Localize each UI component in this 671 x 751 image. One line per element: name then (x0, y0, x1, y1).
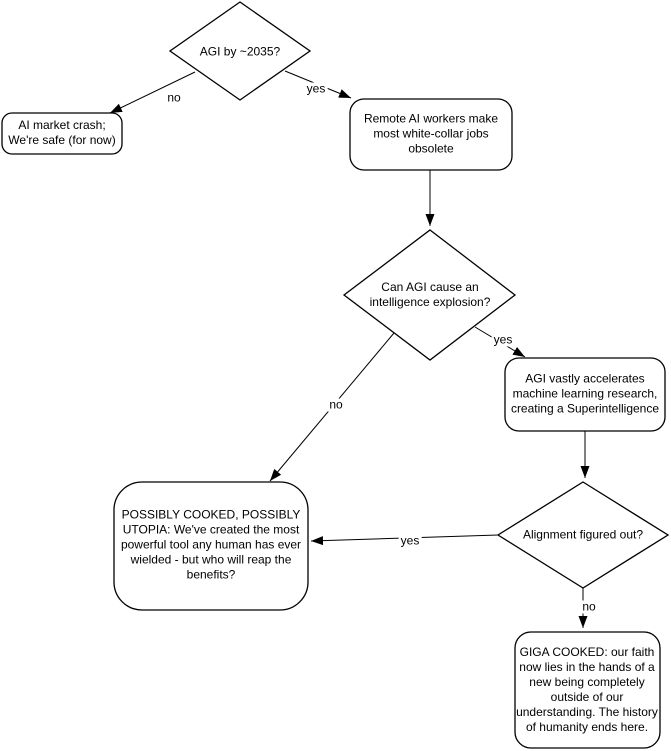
node-giga-cooked (514, 631, 661, 749)
node-decision-agi-2035 (168, 1, 312, 101)
edge-label-agi-yes: yes (304, 81, 328, 96)
node-decision-intelligence-explosion (342, 229, 517, 361)
node-possibly-cooked (113, 481, 309, 611)
node-superintelligence (504, 357, 666, 432)
edge-label-alignment-yes: yes (398, 533, 422, 548)
node-decision-alignment (496, 481, 670, 589)
edge-agi-no (109, 71, 196, 114)
node-remote-workers (349, 98, 513, 171)
node-market-crash (1, 112, 123, 155)
edge-label-agi-no: no (165, 90, 183, 105)
edge-label-alignment-no: no (580, 599, 598, 614)
edge-label-explosion-yes: yes (491, 332, 515, 347)
edge-label-explosion-no: no (327, 397, 345, 412)
